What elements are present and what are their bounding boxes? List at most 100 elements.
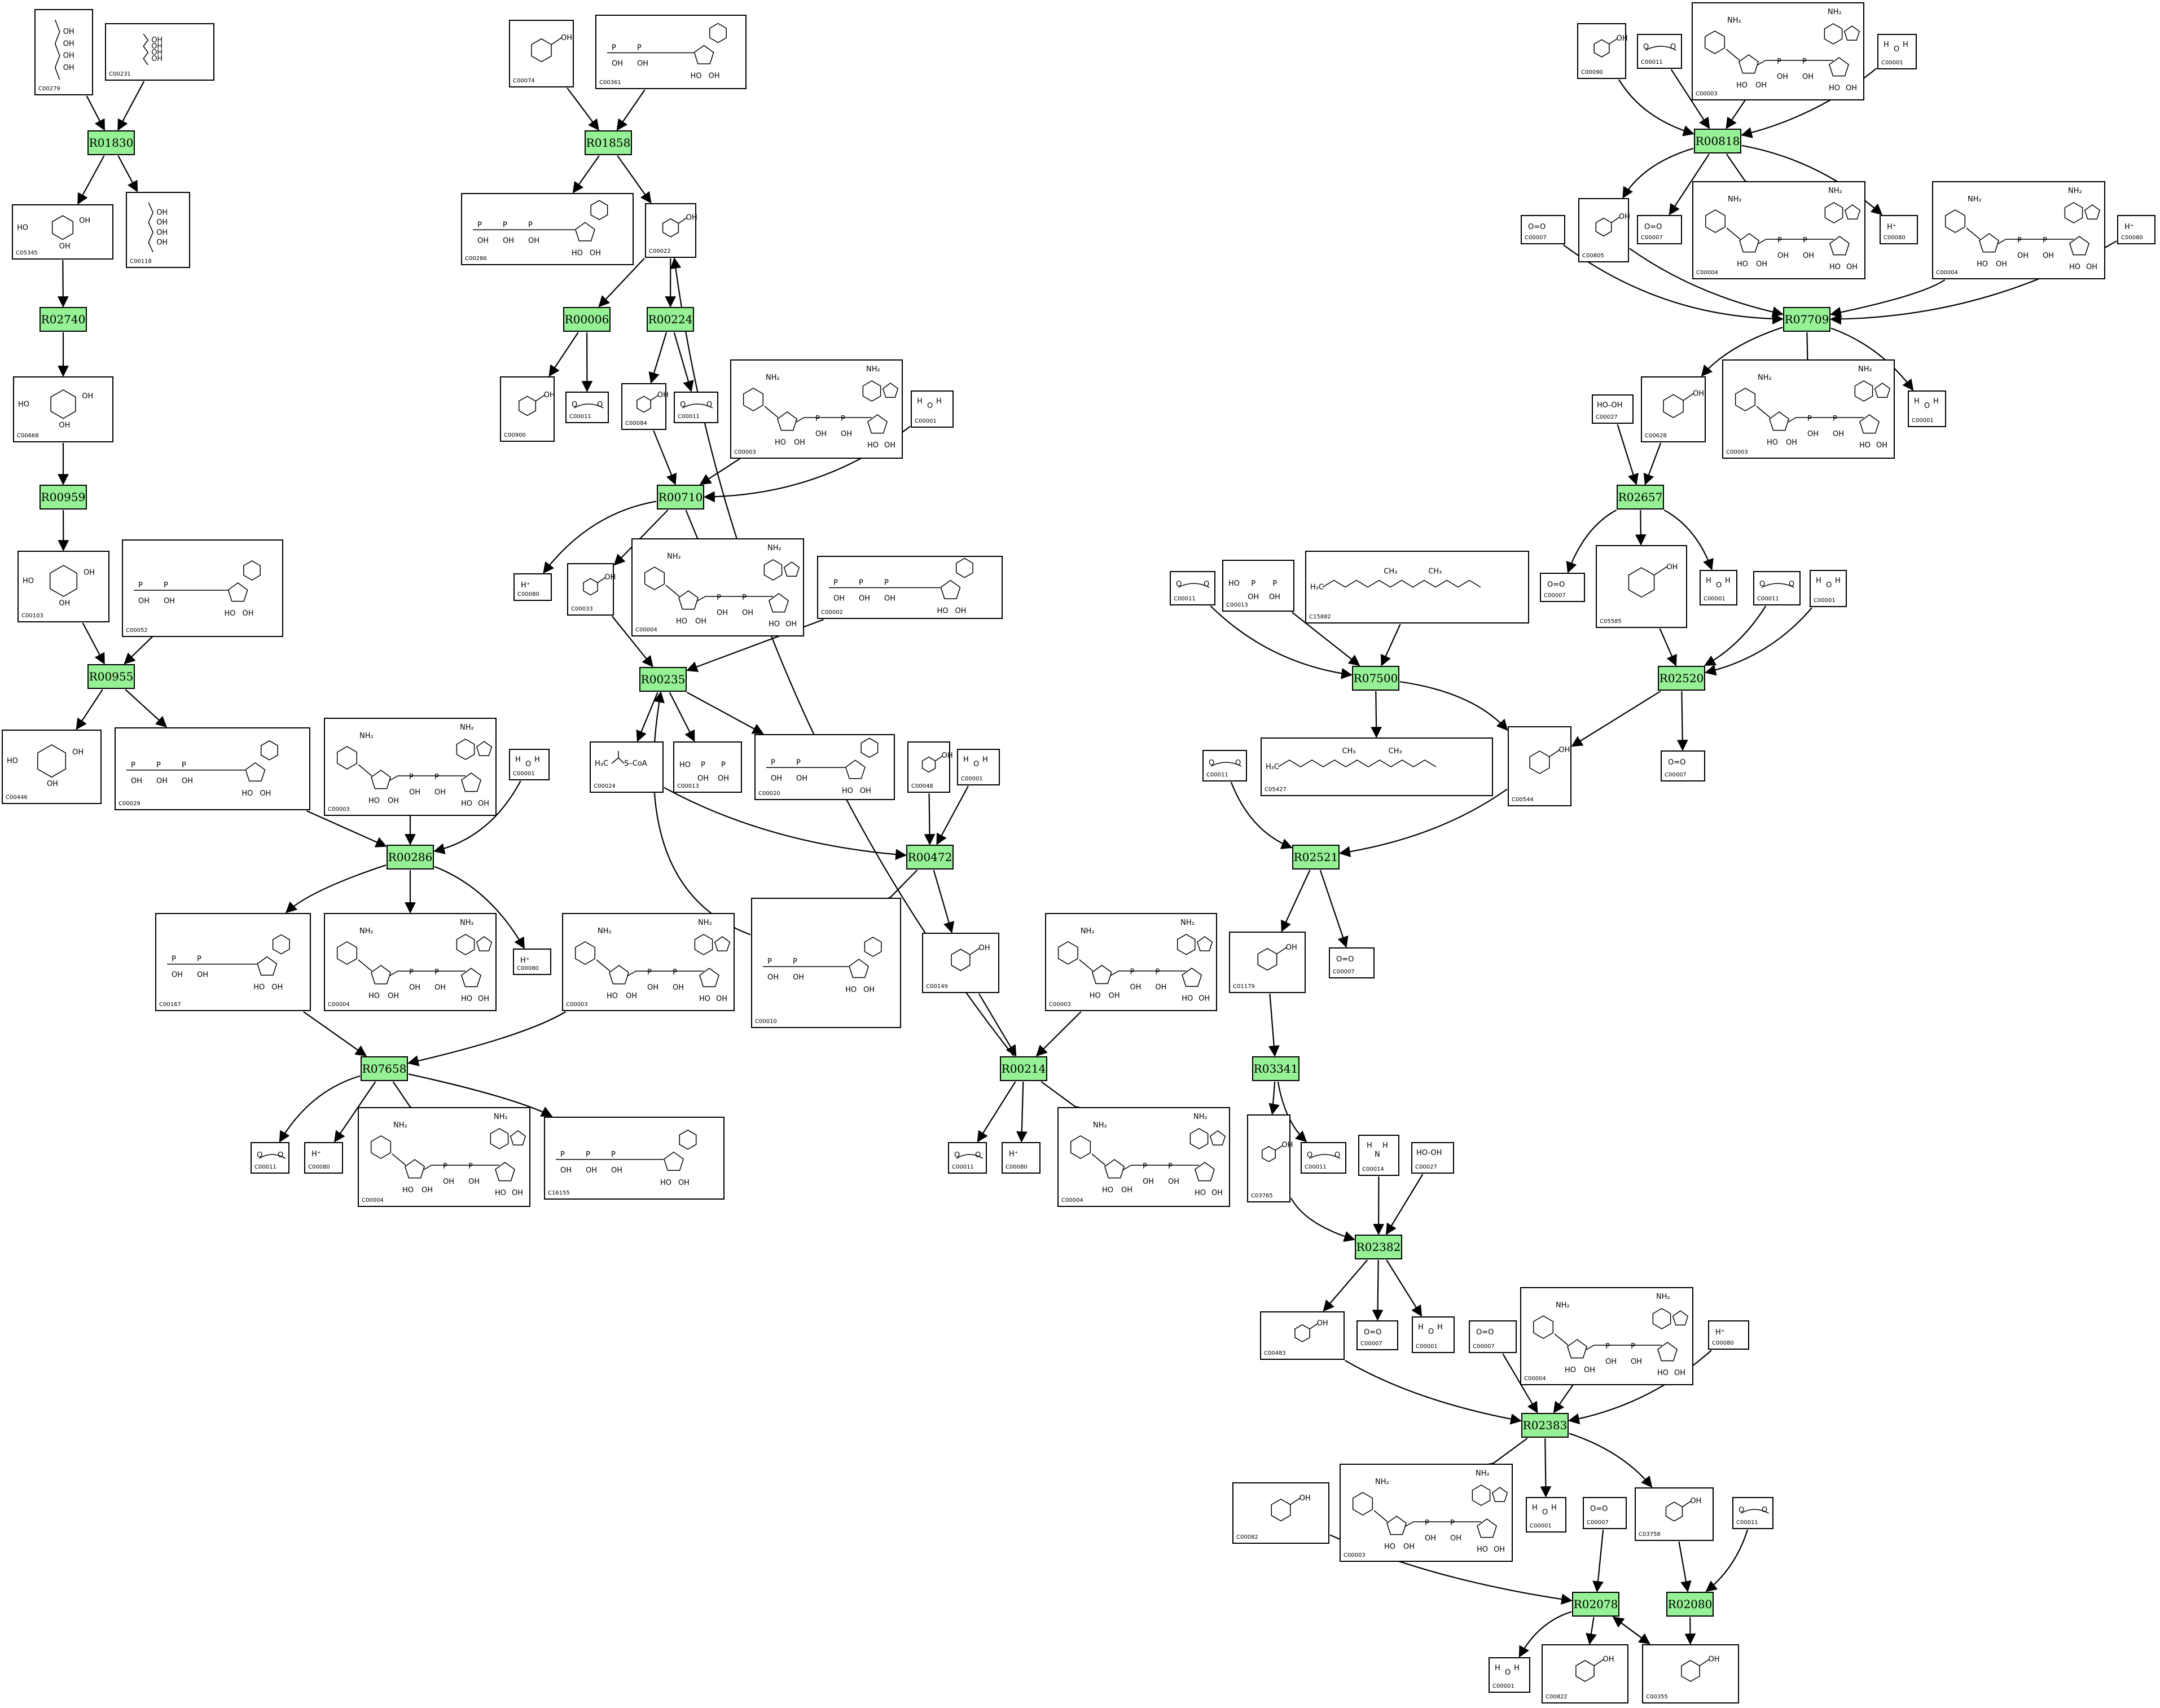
reaction-r00472[interactable]: R00472: [906, 845, 954, 870]
reaction-r07709[interactable]: R07709: [1783, 307, 1830, 332]
reaction-r00710[interactable]: R00710: [657, 485, 704, 510]
reaction-r02382[interactable]: R02382: [1355, 1235, 1402, 1259]
reaction-r00224[interactable]: R00224: [647, 307, 694, 332]
reaction-r07658[interactable]: R07658: [361, 1056, 408, 1081]
reaction-r07500[interactable]: R07500: [1352, 666, 1399, 691]
reaction-r00235[interactable]: R00235: [639, 667, 687, 692]
reaction-r00818[interactable]: R00818: [1694, 129, 1741, 153]
compound-c00080[interactable]: H⁺C00080: [304, 1142, 343, 1174]
reaction-r02521[interactable]: R02521: [1292, 845, 1340, 870]
reaction-r00214[interactable]: R00214: [1000, 1056, 1047, 1081]
reaction-r01858[interactable]: R01858: [585, 130, 632, 155]
compound-c00080[interactable]: H⁺C00080: [1002, 1142, 1041, 1174]
reaction-r00006[interactable]: R00006: [563, 307, 611, 332]
reaction-r02078[interactable]: R02078: [1572, 1592, 1619, 1617]
compound-c00080[interactable]: H⁺C00080: [1880, 215, 1918, 244]
reaction-r00959[interactable]: R00959: [39, 485, 87, 510]
reaction-r02383[interactable]: R02383: [1521, 1413, 1569, 1438]
reaction-r02080[interactable]: R02080: [1666, 1592, 1714, 1617]
reaction-r03341[interactable]: R03341: [1252, 1056, 1299, 1081]
reaction-r02657[interactable]: R02657: [1617, 485, 1664, 510]
reaction-r00955[interactable]: R00955: [87, 664, 135, 689]
compound-c00080[interactable]: H⁺C00080: [1708, 1320, 1749, 1350]
reaction-r02740[interactable]: R02740: [39, 307, 87, 332]
compound-c00080[interactable]: H⁺C00080: [2117, 215, 2155, 244]
reaction-r02520[interactable]: R02520: [1658, 666, 1705, 691]
